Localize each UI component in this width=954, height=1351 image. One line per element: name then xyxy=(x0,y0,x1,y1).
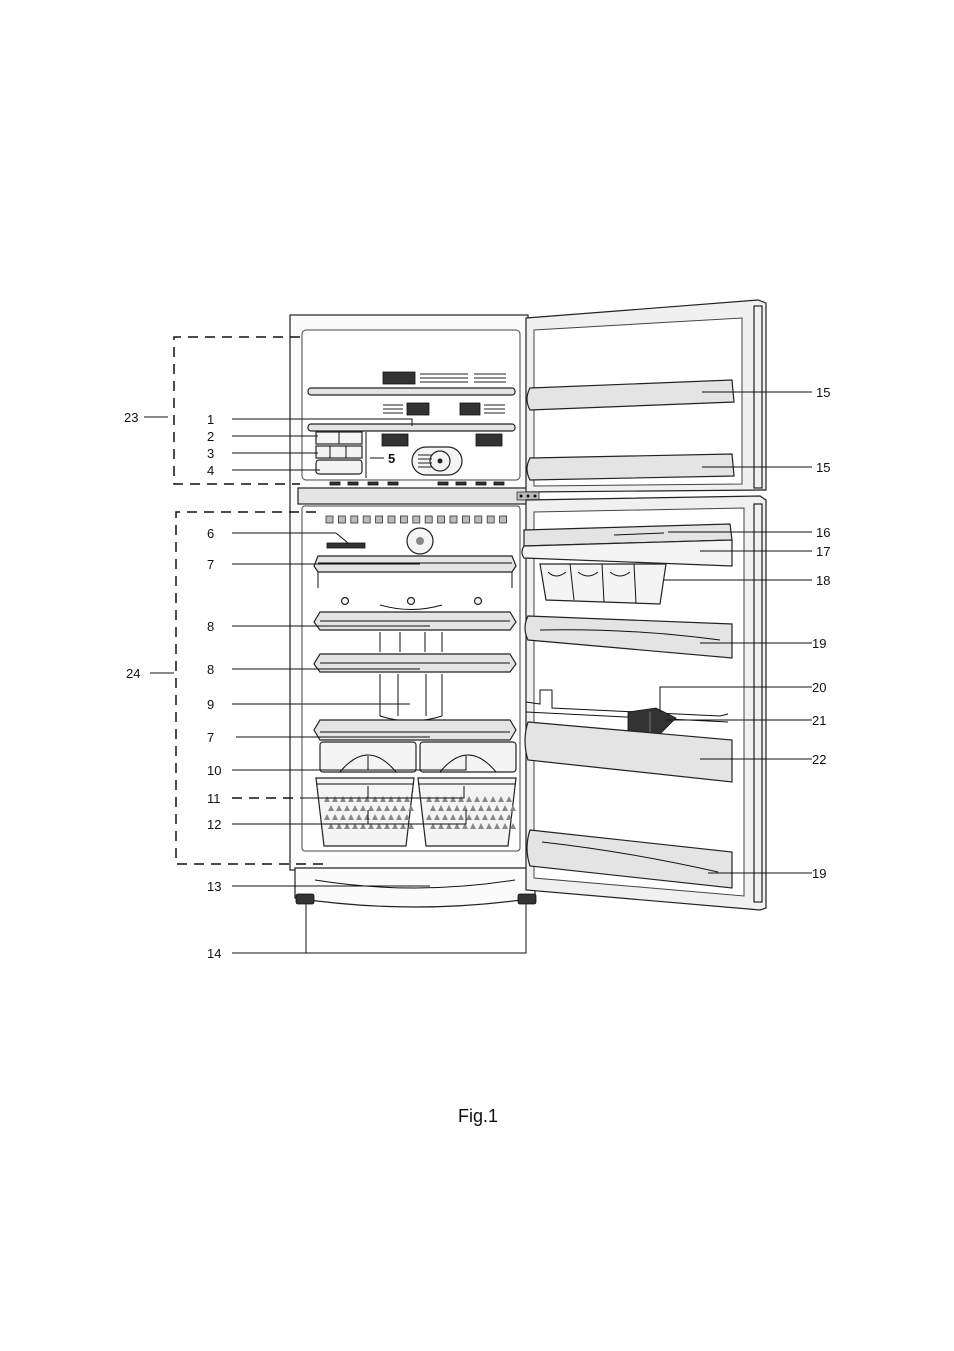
callout-14: 14 xyxy=(207,946,221,961)
freezer-door xyxy=(525,299,767,493)
callout-7-top: 7 xyxy=(207,557,214,572)
callout-3: 3 xyxy=(207,446,214,461)
freezer-compartment xyxy=(307,371,516,486)
callout-12: 12 xyxy=(207,817,221,832)
callout-18: 18 xyxy=(816,573,830,588)
door-bin-bottom xyxy=(526,829,733,889)
callout-16: 16 xyxy=(816,525,830,540)
callout-8-lower: 8 xyxy=(207,662,214,677)
callout-23: 23 xyxy=(124,410,138,425)
callout-1: 1 xyxy=(207,412,214,427)
crisper-baskets-lower xyxy=(315,777,517,847)
door-bin-upper xyxy=(524,615,733,659)
callout-5: 5 xyxy=(388,451,395,466)
callout-19-lower: 19 xyxy=(812,866,826,881)
callout-labels: 23 1 2 3 4 5 6 7 8 8 24 9 7 10 11 12 13 … xyxy=(124,385,830,961)
callout-4: 4 xyxy=(207,463,214,478)
callout-11: 11 xyxy=(207,791,221,806)
freezer-vent-top xyxy=(382,371,506,385)
freezer-bottom-vents xyxy=(329,481,505,486)
door-bin-large xyxy=(524,721,733,783)
callout-15-upper: 15 xyxy=(816,385,830,400)
callout-10: 10 xyxy=(207,763,221,778)
freezer-door-shelf-upper xyxy=(526,379,735,411)
callout-20: 20 xyxy=(812,680,826,695)
callout-22: 22 xyxy=(812,752,826,767)
bottle-retainer xyxy=(525,689,729,735)
freezer-door-shelf-lower xyxy=(526,453,735,481)
leader-lines-left xyxy=(232,418,527,954)
callout-17: 17 xyxy=(816,544,830,559)
bottle-rack xyxy=(379,674,443,716)
callout-7-lower: 7 xyxy=(207,730,214,745)
fridge-zone-bracket xyxy=(175,511,326,865)
callout-9: 9 xyxy=(207,697,214,712)
callout-15-lower: 15 xyxy=(816,460,830,475)
dairy-compartment xyxy=(521,539,733,567)
fridge-door xyxy=(521,495,767,911)
callout-13: 13 xyxy=(207,879,221,894)
interior-light xyxy=(326,542,366,549)
callout-24: 24 xyxy=(126,666,140,681)
door-hinge xyxy=(516,491,540,501)
callout-6: 6 xyxy=(207,526,214,541)
crisper-cover-shelf xyxy=(313,719,517,741)
fridge-air-vents xyxy=(325,515,508,524)
ice-tray-assembly xyxy=(315,431,367,478)
figure-caption: Fig.1 xyxy=(458,1106,498,1126)
callout-21: 21 xyxy=(812,713,826,728)
leader-lines-right xyxy=(659,391,812,874)
egg-holder xyxy=(539,563,667,605)
freezer-control-dial xyxy=(381,433,503,476)
callout-8-upper: 8 xyxy=(207,619,214,634)
freezer-shelf-upper xyxy=(307,387,516,396)
callout-2: 2 xyxy=(207,429,214,444)
freezer-zone-bracket xyxy=(173,336,300,485)
callout-19-upper: 19 xyxy=(812,636,826,651)
bottle-clip xyxy=(627,707,677,735)
freezer-vent-middle xyxy=(383,402,505,416)
